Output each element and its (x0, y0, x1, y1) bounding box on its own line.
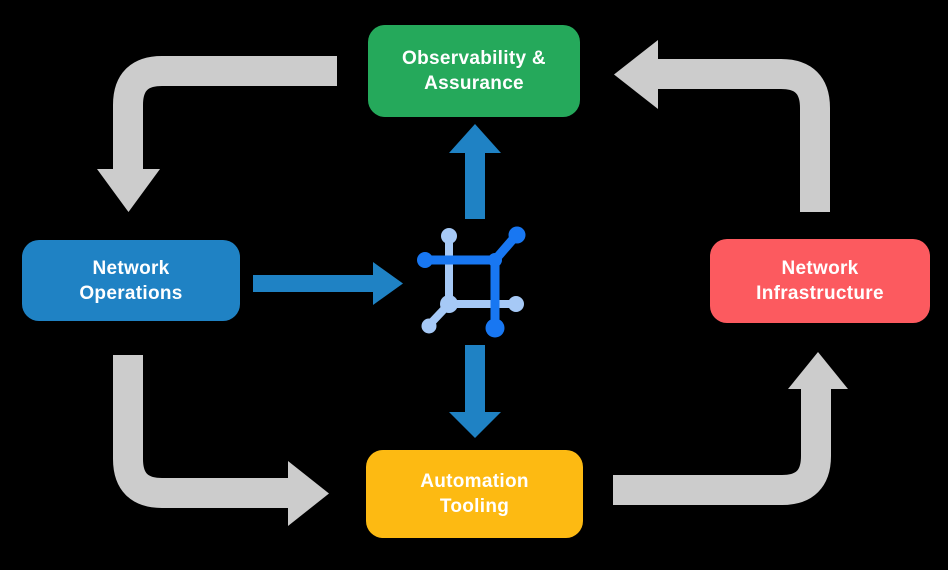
flow-arrowhead-down-icon (449, 412, 501, 438)
node-label-line: Tooling (439, 496, 510, 517)
node-automation-tooling: Automation Tooling (366, 450, 583, 538)
node-label-line: Observability & (402, 48, 546, 69)
node-label-line: Automation (420, 471, 529, 492)
arrow-infrastructure-to-observability (657, 59, 830, 212)
node-label-line: Infrastructure (756, 283, 884, 304)
flow-arrowhead-up-icon (449, 124, 501, 153)
arrowhead-right-icon (288, 461, 329, 526)
arrowhead-left-icon (614, 40, 658, 109)
node-observability-assurance: Observability & Assurance (368, 25, 580, 117)
node-network-operations: Network Operations (22, 240, 240, 321)
arrowhead-down-icon (97, 169, 160, 212)
arrow-operations-to-automation (113, 355, 289, 508)
arrow-observability-to-operations (113, 56, 337, 173)
arrowhead-up-icon (788, 352, 848, 389)
node-network-infrastructure: Network Infrastructure (710, 239, 930, 323)
node-label-line: Operations (79, 282, 183, 304)
arrow-automation-to-infrastructure (613, 389, 831, 505)
node-label-line: Network (92, 257, 170, 279)
node-label-line: Assurance (424, 73, 524, 94)
flow-arrowhead-right-icon (373, 262, 403, 305)
node-label-line: Network (781, 258, 859, 279)
network-automation-icon (417, 226, 526, 338)
